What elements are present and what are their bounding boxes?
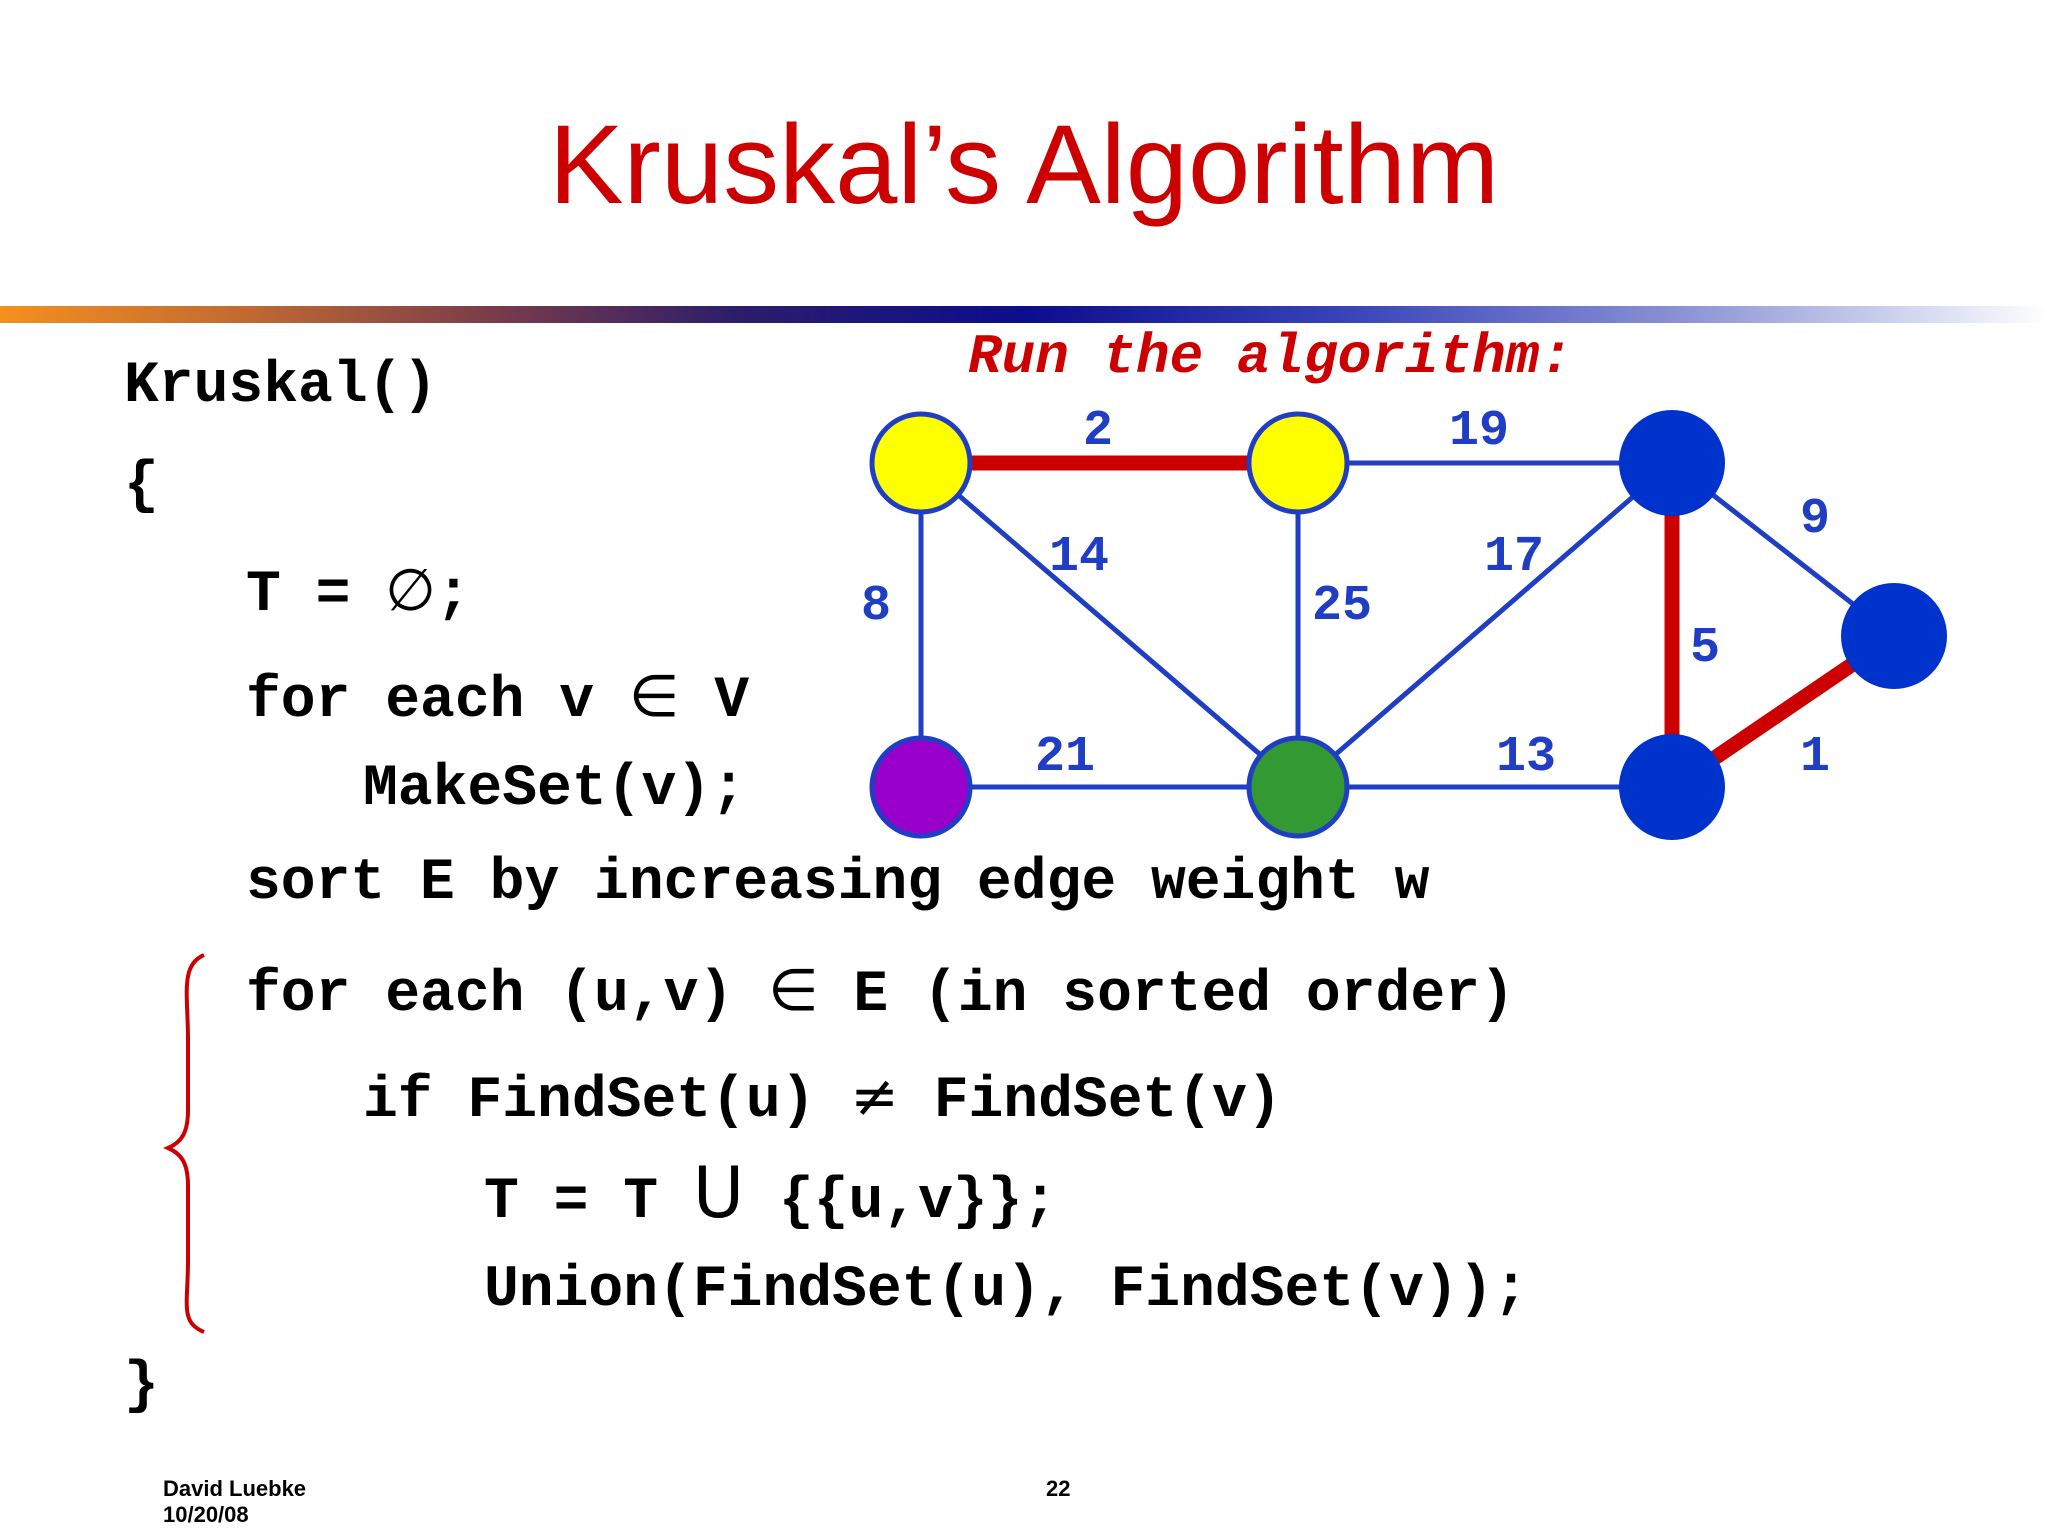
vertex-bottom-left — [869, 735, 973, 839]
code-line-t-union: T = T U {{u,v}}; — [484, 1158, 1057, 1238]
code-t-init-semicolon: ; — [435, 563, 471, 628]
code-close-brace-text: } — [124, 1354, 159, 1419]
code-makeset-text: MakeSet(v); — [363, 757, 746, 822]
code-line-union-call: Union(FindSet(u), FindSet(v)); — [484, 1256, 1528, 1326]
vertex-bottom-right — [1619, 734, 1725, 840]
loop-brace — [162, 953, 205, 1334]
code-for-v-suffix: V — [679, 669, 750, 734]
empty-set-symbol: ∅ — [385, 556, 436, 624]
vertex-top-right — [1619, 410, 1725, 516]
vertex-top-left — [869, 411, 973, 515]
edge-weight-tr-fr: 9 — [1800, 491, 1830, 548]
code-line-for-each-vertex: for each v ∈ V — [246, 661, 749, 737]
edge-weight-tl-bm: 14 — [1049, 529, 1109, 586]
edge-weight-tr-bm: 17 — [1484, 529, 1544, 586]
code-header-text: Kruskal() — [124, 354, 438, 419]
code-line-header: Kruskal() — [124, 352, 437, 422]
code-for-e-suffix: E (in sorted order) — [818, 963, 1515, 1028]
slide-title: Kruskal’s Algorithm — [548, 102, 1500, 227]
code-if-suffix: FindSet(v) — [898, 1069, 1282, 1134]
code-line-for-each-edge: for each (u,v) ∈ E (in sorted order) — [246, 955, 1515, 1031]
code-t-union-prefix: T = T — [484, 1170, 693, 1235]
edge-tl-bm — [919, 461, 1300, 789]
edge-weight-bl-bm: 21 — [1035, 729, 1095, 786]
code-t-union-suffix: {{u,v}}; — [744, 1170, 1058, 1235]
graph-caption: Run the algorithm: — [968, 325, 1573, 389]
not-equal-symbol: ≠ — [850, 1062, 899, 1130]
element-of-symbol: ∈ — [768, 956, 819, 1024]
edge-weight-br-fr: 1 — [1800, 729, 1830, 786]
code-line-close-brace: } — [124, 1352, 159, 1422]
code-line-open-brace: { — [124, 452, 159, 522]
edge-tr-bm — [1296, 461, 1674, 789]
code-open-brace-text: { — [124, 454, 159, 519]
footer-author: David Luebke — [163, 1476, 307, 1501]
code-line-if: if FindSet(u) ≠ FindSet(v) — [363, 1061, 1282, 1137]
edge-weight-tm-bm: 25 — [1312, 578, 1372, 635]
vertex-far-right — [1841, 583, 1947, 689]
edge-weight-tl-tm: 2 — [1083, 403, 1113, 460]
edge-weight-bm-br: 13 — [1496, 729, 1556, 786]
edge-weight-tl-bl: 8 — [861, 578, 891, 635]
element-of-symbol: ∈ — [628, 662, 680, 730]
code-line-makeset: MakeSet(v); — [363, 755, 746, 825]
vertex-top-middle — [1246, 411, 1350, 515]
footer-date: 10/20/08 — [163, 1502, 249, 1527]
code-for-e-prefix: for each (u,v) — [246, 963, 769, 1028]
code-sort-text: sort E by increasing edge weight w — [246, 851, 1430, 916]
code-if-prefix: if FindSet(u) — [363, 1069, 851, 1134]
code-line-t-init: T = ∅; — [246, 555, 471, 631]
edge-weight-tr-br: 5 — [1690, 620, 1720, 677]
union-symbol: U — [692, 1152, 745, 1234]
code-line-sort: sort E by increasing edge weight w — [246, 849, 1429, 919]
page-number: 22 — [1046, 1476, 1071, 1501]
code-t-init-lhs: T = — [246, 563, 386, 628]
edge-weight-tm-tr: 19 — [1449, 403, 1509, 460]
code-union-call-text: Union(FindSet(u), FindSet(v)); — [484, 1258, 1529, 1323]
title-divider — [0, 306, 2048, 323]
vertex-bottom-middle — [1246, 735, 1350, 839]
code-for-v-prefix: for each v — [246, 669, 629, 734]
